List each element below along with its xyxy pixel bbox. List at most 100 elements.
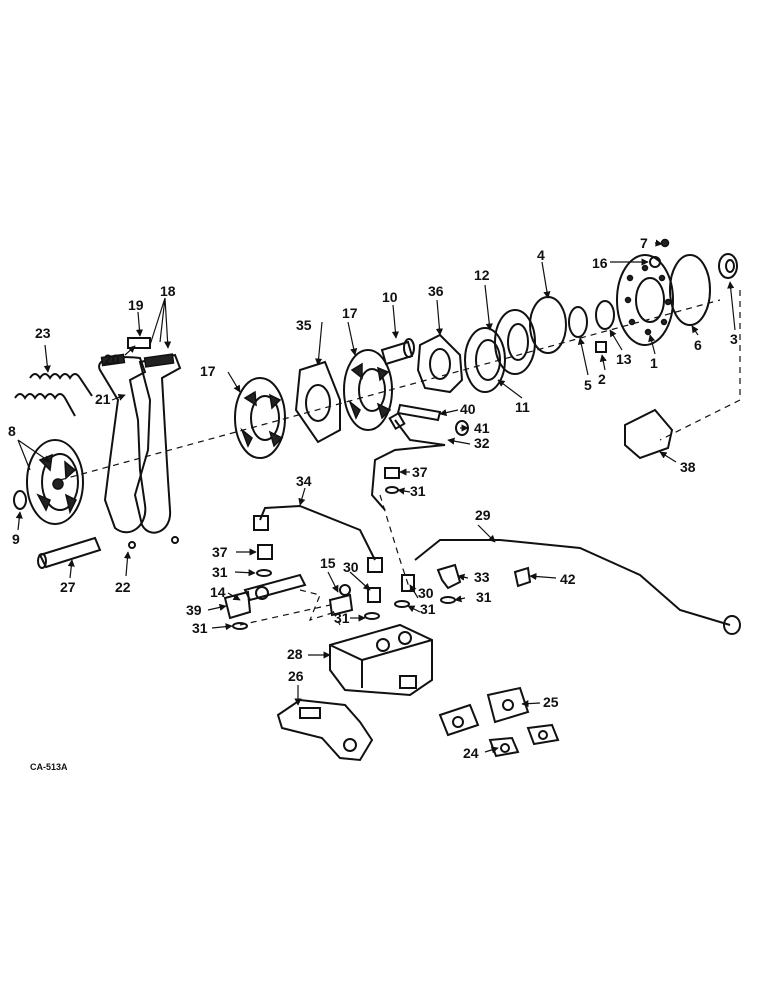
callout-37-lower: 37 bbox=[212, 544, 228, 560]
fitting-part-14 bbox=[243, 573, 307, 602]
callout-8: 8 bbox=[8, 423, 16, 439]
callout-2: 2 bbox=[598, 371, 606, 387]
elbow-part-39 bbox=[223, 590, 252, 620]
callout-37-upper: 37 bbox=[412, 464, 428, 480]
clevis-part-19 bbox=[127, 337, 151, 349]
callout-3: 3 bbox=[730, 331, 738, 347]
ring-part-11 bbox=[464, 327, 506, 393]
callout-22: 22 bbox=[115, 579, 131, 595]
oring-part-31-upper bbox=[385, 486, 399, 494]
fitting-part-37-lower bbox=[257, 544, 273, 560]
callout-39: 39 bbox=[186, 602, 202, 618]
oring-part-31-a bbox=[256, 569, 272, 577]
bearing-part-3 bbox=[718, 253, 738, 279]
callout-17-right: 17 bbox=[342, 305, 358, 321]
callout-24: 24 bbox=[463, 745, 479, 761]
cover-part-38 bbox=[624, 408, 674, 460]
callout-15: 15 bbox=[320, 555, 336, 571]
callout-18: 18 bbox=[160, 283, 176, 299]
fitting-part-30-a bbox=[367, 587, 381, 603]
links-part-25 bbox=[438, 686, 530, 737]
callout-31-c: 31 bbox=[334, 610, 350, 626]
fitting-part-7 bbox=[660, 238, 670, 248]
callout-31-a: 31 bbox=[212, 564, 228, 580]
pin-part-40 bbox=[396, 403, 442, 422]
ring-part-5 bbox=[568, 306, 588, 338]
plate-part-35 bbox=[294, 360, 341, 444]
fitting-part-16 bbox=[649, 256, 661, 268]
callout-19: 19 bbox=[128, 297, 144, 313]
pin-part-27 bbox=[37, 536, 102, 569]
oring-part-31-b bbox=[232, 622, 248, 630]
callout-7: 7 bbox=[640, 235, 648, 251]
oring-part-31-d bbox=[394, 600, 410, 608]
callout-30-a: 30 bbox=[343, 559, 359, 575]
elbow-part-33 bbox=[436, 563, 462, 590]
callout-labels: 1 2 3 4 5 6 7 8 9 10 11 12 13 14 15 16 1… bbox=[8, 235, 738, 772]
leader-lines bbox=[15, 239, 736, 754]
callout-27: 27 bbox=[60, 579, 76, 595]
tee-part-15 bbox=[328, 584, 354, 617]
callout-11: 11 bbox=[515, 399, 530, 415]
callout-35: 35 bbox=[296, 317, 312, 333]
callout-17-left: 17 bbox=[200, 363, 216, 379]
callout-14: 14 bbox=[210, 584, 226, 600]
callout-20: 20 bbox=[104, 351, 120, 367]
links-part-24 bbox=[488, 723, 560, 758]
callout-12: 12 bbox=[474, 267, 490, 283]
pedal-part-21 bbox=[98, 353, 147, 534]
bushing-part-2 bbox=[595, 341, 607, 353]
plate-part-36 bbox=[416, 333, 464, 394]
hub-part-8 bbox=[26, 439, 84, 525]
oring-part-31-c bbox=[364, 612, 380, 620]
callout-6: 6 bbox=[694, 337, 702, 353]
callout-10: 10 bbox=[382, 289, 398, 305]
callout-32: 32 bbox=[474, 435, 490, 451]
callout-40: 40 bbox=[460, 401, 476, 417]
callout-31-d: 31 bbox=[420, 601, 436, 617]
callout-28: 28 bbox=[287, 646, 303, 662]
callout-25: 25 bbox=[543, 694, 559, 710]
callout-36: 36 bbox=[428, 283, 444, 299]
housing-part-1 bbox=[616, 254, 674, 346]
tube-part-29 bbox=[414, 539, 741, 635]
callout-31-e: 31 bbox=[476, 589, 492, 605]
bracket-part-26 bbox=[276, 698, 374, 762]
callout-41: 41 bbox=[474, 420, 490, 436]
callout-31-b: 31 bbox=[410, 483, 426, 499]
callout-21: 21 bbox=[95, 391, 111, 407]
valve-part-28 bbox=[329, 623, 433, 697]
clip-part-42 bbox=[513, 566, 532, 588]
callout-4: 4 bbox=[537, 247, 545, 263]
seal-part-6 bbox=[669, 254, 711, 326]
callout-26: 26 bbox=[288, 668, 304, 684]
callout-9: 9 bbox=[12, 531, 20, 547]
disc-part-17-left bbox=[234, 377, 286, 459]
springs-part-23 bbox=[14, 373, 93, 417]
seal-part-4 bbox=[529, 296, 567, 354]
fitting-part-30-b bbox=[401, 574, 415, 592]
shaft-part-10 bbox=[380, 338, 415, 366]
oring-part-31-e bbox=[440, 596, 456, 604]
callout-34: 34 bbox=[296, 473, 312, 489]
figure-code: CA-513A bbox=[30, 762, 68, 772]
callout-1: 1 bbox=[650, 355, 658, 371]
pedal-part-22 bbox=[128, 353, 182, 549]
callout-38: 38 bbox=[680, 459, 696, 475]
tube-part-34 bbox=[253, 504, 383, 573]
disc-part-17-right bbox=[343, 349, 393, 431]
callout-29: 29 bbox=[475, 507, 491, 523]
callout-23: 23 bbox=[35, 325, 51, 341]
callout-16: 16 bbox=[592, 255, 608, 271]
callout-13: 13 bbox=[616, 351, 632, 367]
plug-part-9 bbox=[13, 490, 27, 510]
callout-33: 33 bbox=[474, 569, 490, 585]
plate-part-12 bbox=[494, 309, 536, 375]
fitting-part-37-upper bbox=[384, 467, 400, 479]
tube-part-32 bbox=[370, 411, 446, 511]
callout-30-b: 30 bbox=[418, 585, 434, 601]
callout-5: 5 bbox=[584, 377, 592, 393]
callout-42: 42 bbox=[560, 571, 576, 587]
callout-31-f: 31 bbox=[192, 620, 208, 636]
